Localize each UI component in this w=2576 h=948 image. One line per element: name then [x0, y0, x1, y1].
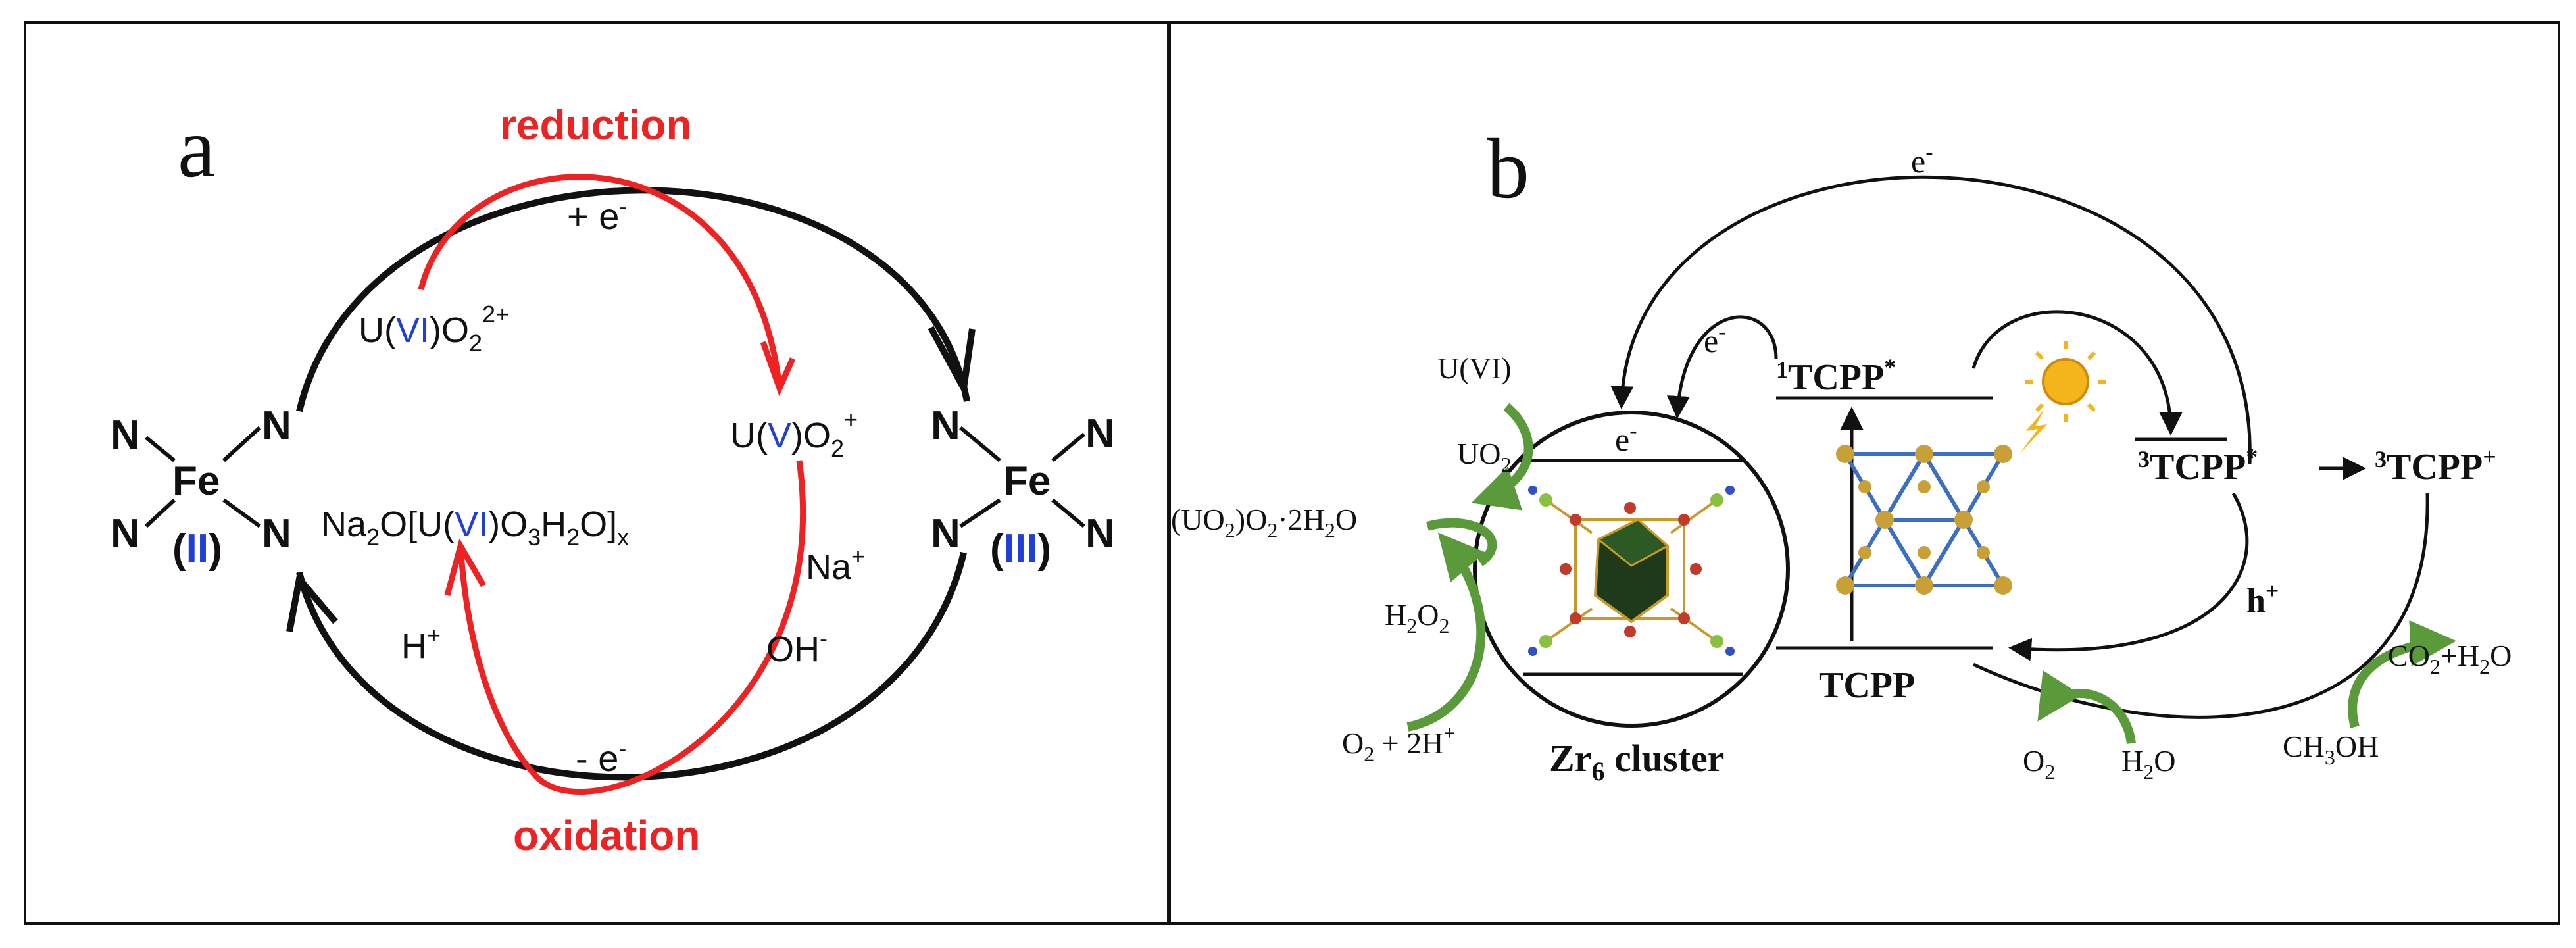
- n-atom: N: [111, 511, 140, 557]
- plus-electron-label: + e-: [567, 193, 627, 237]
- methanol-label: CH3OH: [2283, 730, 2379, 769]
- oxidation-arrowhead: [444, 538, 486, 597]
- oxygen-protons-label: O2 + 2H+: [1342, 721, 1455, 766]
- cycle-top-arc: [296, 187, 970, 412]
- uranyl-vi-label: U(VI)O22+: [359, 301, 509, 357]
- reduction-label: reduction: [500, 101, 692, 149]
- n-atom: N: [1085, 411, 1115, 457]
- tcpp-ground-label: TCPP: [1819, 665, 1915, 706]
- electron-left-label: e-: [1704, 320, 1726, 359]
- h2o2-formation-arrow: [1406, 532, 1486, 732]
- h2o-label: H2O: [2121, 744, 2175, 784]
- cycle-top-arrowhead: [928, 326, 976, 399]
- minus-electron-label: - e-: [576, 735, 626, 779]
- n-atom: N: [931, 403, 960, 449]
- fe-ii-complex: N N N N Fe (II): [111, 403, 291, 572]
- water-oxidation-arrow: [2037, 670, 2136, 745]
- co2-water-label: CO2+H2O: [2388, 639, 2512, 678]
- triplet-tcpp-label: 3TCPP*: [2138, 443, 2258, 487]
- zr6-cluster-label: Zr6 cluster: [1549, 737, 1724, 786]
- uo2-to-peroxide-arrow: [1426, 518, 1497, 566]
- hydroxide-label: OH-: [766, 625, 828, 669]
- singlet-tcpp-label: 1TCPP*: [1776, 354, 1896, 398]
- panel-b: b e- e- e-: [1171, 122, 2512, 786]
- electron-transfer-arc-top: [1610, 175, 2252, 464]
- fe-iii-oxidation-state: (III): [990, 526, 1051, 572]
- tcpp-framework: [1841, 450, 2007, 589]
- isc-arrow: [1971, 310, 2183, 436]
- n-atom: N: [262, 403, 291, 449]
- panel-a-label: a: [178, 101, 216, 195]
- uo2-label: UO2: [1457, 437, 1511, 476]
- n-atom: N: [262, 511, 291, 557]
- tcpp-linker-nodes: [1836, 445, 2012, 595]
- fe-atom: Fe: [1003, 459, 1051, 504]
- uvi-label: U(VI): [1437, 351, 1511, 385]
- uranyl-peroxide-label: (UO2)O2·2H2O: [1171, 503, 1357, 542]
- methanol-oxidation-arrow: [2348, 620, 2456, 728]
- uvi-to-uo2-arrow: [1471, 403, 1533, 511]
- hole-label: h+: [2246, 578, 2279, 620]
- oxidation-arrow: [457, 460, 806, 795]
- electron-top-label: e-: [1911, 140, 1933, 180]
- reduction-arrow: [418, 174, 783, 389]
- triplet-cation-label: 3TCPP+: [2375, 443, 2496, 487]
- n-atom: N: [1085, 511, 1115, 557]
- sun-icon: [2019, 341, 2106, 454]
- panel-b-label: b: [1487, 122, 1529, 216]
- uranyl-v-label: U(V)O2+: [730, 406, 858, 462]
- fe-iii-complex: N N N N Fe (III): [931, 403, 1115, 572]
- zr6-cluster-structure: [1528, 486, 1735, 656]
- cycle-bottom-arc: [296, 551, 967, 781]
- n-atom: N: [111, 412, 140, 458]
- sodium-ion-label: Na+: [806, 543, 865, 587]
- h2o2-label: H2O2: [1385, 598, 1449, 637]
- reduction-arrowhead: [760, 341, 796, 397]
- fe-ii-oxidation-state: (II): [172, 526, 222, 572]
- cycle-bottom-arrowhead: [286, 571, 338, 632]
- n-atom: N: [931, 511, 960, 557]
- panel-b-frame: [1167, 21, 2560, 925]
- green-process-arrows: [1406, 403, 2456, 745]
- electron-transfer-arc-small: [1667, 315, 1778, 419]
- fe-atom: Fe: [172, 459, 220, 504]
- oxidation-label: oxidation: [513, 812, 700, 859]
- sodium-uranate-label: Na2O[U(VI)O3H2O]x: [321, 505, 629, 551]
- electron-circle-label: e-: [1615, 418, 1637, 458]
- panel-a: a reduction + e- oxidation - e- U(VI)O22…: [111, 101, 1115, 859]
- proton-label: H+: [401, 622, 441, 666]
- hole-return-arrow: [2008, 492, 2249, 661]
- o2-label: O2: [2023, 744, 2055, 784]
